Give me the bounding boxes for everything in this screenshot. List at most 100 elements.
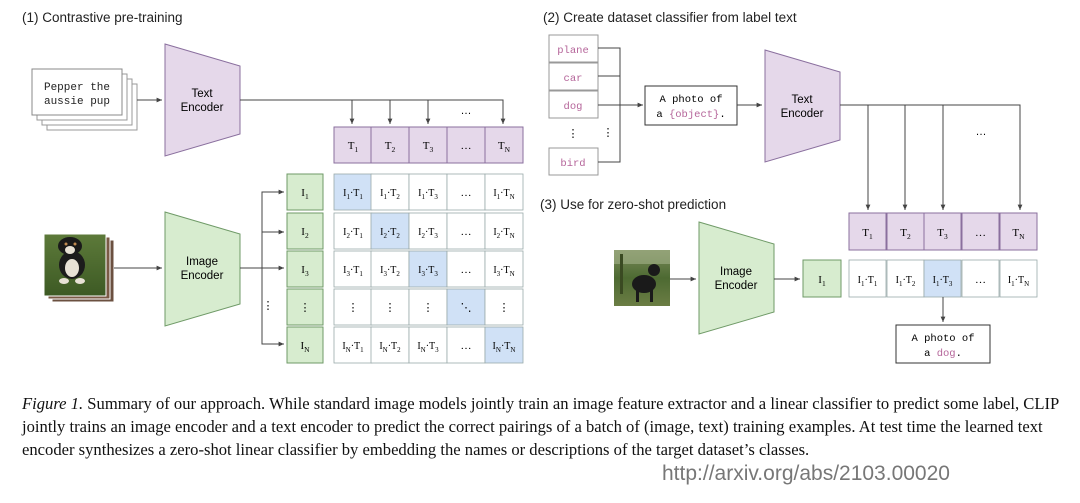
svg-text:I1: I1 — [818, 274, 826, 288]
matrix-col-ellipsis: … — [461, 264, 472, 276]
matrix-cell-label: I2·T2 — [380, 227, 400, 240]
svg-text:Image: Image — [720, 266, 752, 278]
text-embedding-label: … — [461, 140, 472, 152]
matrix-cell — [484, 288, 524, 326]
matrix-cell — [408, 173, 448, 211]
image-embedding-label: I3 — [301, 264, 309, 278]
matrix-cell — [370, 288, 410, 326]
text-encoder-classifier: Text Encoder — [764, 49, 841, 163]
matrix-diagonal-ellipsis: ⋱ — [461, 302, 472, 314]
matrix-cell — [446, 212, 486, 250]
matrix-cell — [333, 288, 373, 326]
zero-shot-score-cell — [923, 259, 962, 298]
matrix-cell-label: I2·T1 — [343, 227, 363, 240]
pretraining-arrow-ellipsis: … — [461, 105, 472, 117]
figure-caption: Figure 1. Summary of our approach. While… — [22, 392, 1062, 461]
clip-diagram: (1) Contrastive pre-training (2) Create … — [22, 10, 1038, 364]
image-embedding-cell — [286, 212, 324, 250]
label-cell — [548, 34, 599, 63]
svg-text:Encoder: Encoder — [181, 270, 224, 282]
matrix-row-ellipsis: ⋮ — [385, 302, 396, 314]
matrix-cell-label: I3·TN — [493, 265, 514, 278]
svg-text:Image: Image — [186, 256, 218, 268]
text-input-line2: aussie pup — [44, 96, 110, 108]
text-input-stack: Pepper the aussie pup — [31, 68, 138, 131]
image-embedding-label: IN — [300, 340, 310, 354]
text-input-line1: Pepper the — [44, 82, 110, 94]
matrix-cell-label: I3·T2 — [380, 265, 400, 278]
image-arrow-ellipsis: ⋮ — [263, 300, 274, 312]
svg-text:a {object}.: a {object}. — [656, 109, 725, 121]
image-embedding-cell — [286, 173, 324, 211]
section-title-zeroshot: (3) Use for zero-shot prediction — [540, 197, 726, 212]
zero-shot-score-cell — [999, 259, 1038, 298]
image-embedding-label: I2 — [301, 226, 309, 240]
matrix-cell-label: I1·T2 — [380, 188, 400, 201]
label-text: car — [564, 73, 583, 85]
matrix-cell — [408, 212, 448, 250]
similarity-matrix: I1·T1 I1·T2 I1·T3 … I1·TN I2·T1 I2·T2 I2·T3 … I2·… — [333, 173, 524, 364]
zero-shot-text-embedding-label: T1 — [862, 227, 873, 241]
image-embedding-label: I1 — [301, 187, 309, 201]
matrix-col-ellipsis: … — [461, 340, 472, 352]
zero-shot-score-cell — [848, 259, 887, 298]
image-embedding-cell — [286, 250, 324, 288]
zero-shot-image-embedding: I1 — [802, 259, 842, 298]
text-embedding-label: TN — [498, 140, 511, 154]
image-embedding-cell — [286, 288, 324, 326]
zero-shot-text-embedding-label: T3 — [937, 227, 948, 241]
matrix-cell — [484, 173, 524, 211]
matrix-cell — [370, 326, 410, 364]
svg-text:Encoder: Encoder — [781, 108, 824, 120]
svg-text:Text: Text — [191, 88, 213, 100]
zero-shot-photo — [614, 250, 670, 306]
matrix-cell-label: I1·T3 — [418, 188, 438, 201]
label-text: plane — [557, 45, 589, 57]
matrix-cell-label: IN·TN — [493, 341, 516, 354]
zero-shot-text-embedding-cell — [848, 212, 887, 251]
label-cell — [548, 147, 599, 176]
matrix-cell-label: I3·T1 — [343, 265, 363, 278]
matrix-cell-label: I2·T3 — [418, 227, 438, 240]
svg-text:a dog.: a dog. — [924, 348, 962, 360]
svg-text:Encoder: Encoder — [715, 280, 758, 292]
zero-shot-score-label: I1·T2 — [896, 275, 916, 288]
matrix-cell — [484, 212, 524, 250]
matrix-cell — [370, 173, 410, 211]
matrix-cell — [408, 250, 448, 288]
zero-shot-text-embedding-cell — [961, 212, 1000, 251]
zero-shot-text-embedding-cell — [999, 212, 1038, 251]
matrix-cell-label: IN·T3 — [417, 341, 439, 354]
zero-shot-text-embedding-label: T2 — [900, 227, 911, 241]
zero-shot-score-cell — [961, 259, 1000, 298]
matrix-cell-label: I2·TN — [493, 227, 514, 240]
label-cell — [548, 90, 599, 119]
predicted-label: dog — [937, 348, 956, 360]
image-embedding-label: ⋮ — [300, 302, 311, 314]
matrix-cell — [446, 326, 486, 364]
matrix-cell-label: I1·TN — [493, 188, 514, 201]
section-title-classifier: (2) Create dataset classifier from label… — [543, 10, 797, 25]
zero-shot-score-label: I1·T3 — [933, 275, 953, 288]
matrix-cell-label: IN·T2 — [379, 341, 401, 354]
matrix-cell — [484, 326, 524, 364]
zero-shot-text-embedding-cell — [923, 212, 962, 251]
matrix-cell — [333, 173, 373, 211]
text-embedding-cell — [446, 126, 486, 164]
classifier-arrow-ellipsis: … — [976, 126, 987, 138]
text-embedding-cell — [484, 126, 524, 164]
zero-shot-score-label: I1·T1 — [858, 275, 878, 288]
matrix-cell-label: I1·T1 — [343, 188, 363, 201]
prompt-template-box: A photo of a {object}. — [644, 85, 738, 126]
source-url: http://arxiv.org/abs/2103.00020 — [662, 462, 950, 485]
image-embedding-cell — [286, 326, 324, 364]
matrix-cell — [333, 212, 373, 250]
label-text: dog — [564, 101, 583, 113]
text-embedding-label: T3 — [423, 140, 434, 154]
image-input-stack — [43, 233, 115, 303]
text-embedding-label: T2 — [385, 140, 396, 154]
